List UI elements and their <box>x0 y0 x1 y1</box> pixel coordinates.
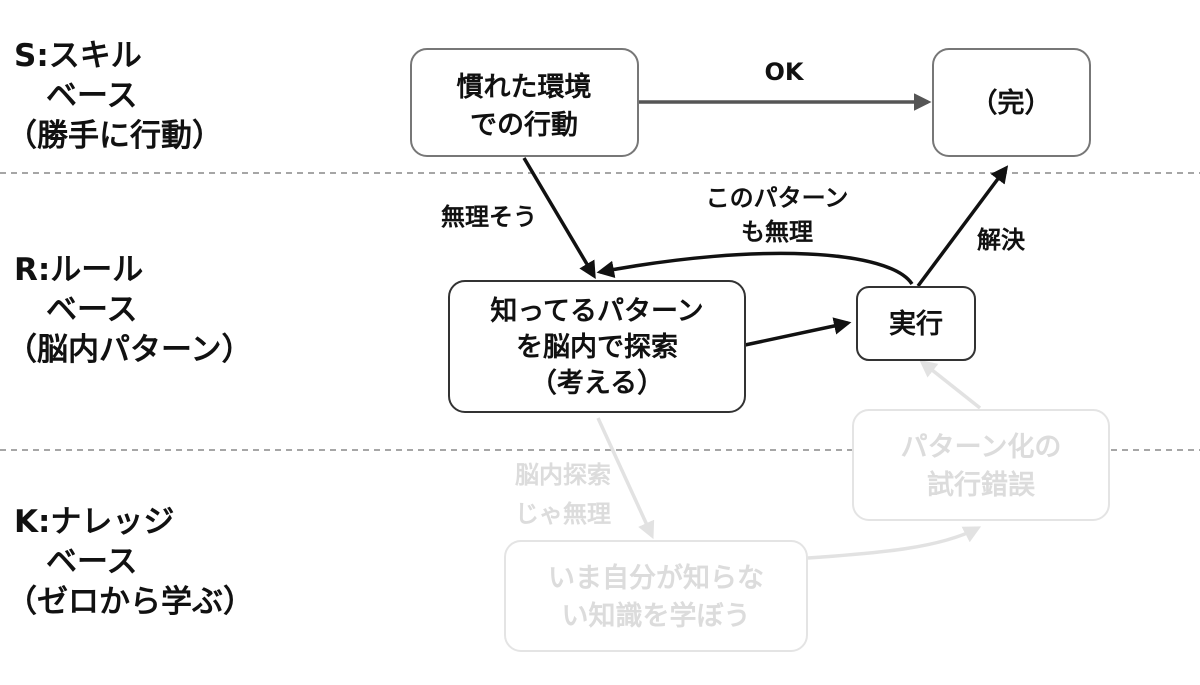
level-skill-line-2: ベース <box>46 78 137 114</box>
node-done: （完） <box>932 48 1091 157</box>
edge-label-seems-impossible: 無理そう <box>441 203 537 231</box>
level-knowledge-line-2: ベース <box>46 544 137 580</box>
edge-solved <box>916 165 1009 288</box>
edge-search-to-execute <box>744 317 852 347</box>
edge-seems-impossible <box>522 157 596 280</box>
level-skill-line-1: S:スキル <box>14 38 142 74</box>
node-done-label: （完） <box>971 87 1052 119</box>
edge-label-pattern-impossible-line-1: このパターン <box>706 184 849 212</box>
node-pattern-trial-line-1: パターン化の <box>901 432 1062 463</box>
node-pattern-trial-line-2: 試行錯誤 <box>927 469 1035 501</box>
edge-label-ok: OK <box>765 58 805 86</box>
edge-label-search-impossible-line-2: じゃ無理 <box>515 500 611 528</box>
node-search-patterns-line-2: を脳内で探索 <box>516 332 678 363</box>
level-skill-line-3: （勝手に行動） <box>6 118 223 154</box>
node-familiar-action-line-2: での行動 <box>470 109 578 141</box>
edge-learn-to-trial <box>807 526 982 560</box>
node-search-patterns-line-3: （考える） <box>530 368 664 399</box>
level-rule-line-2: ベース <box>46 292 137 328</box>
node-familiar-action: 慣れた環境 での行動 <box>410 48 639 157</box>
level-rule-line-1: R:ルール <box>14 252 143 288</box>
edge-label-search-impossible-line-1: 脳内探索 <box>515 461 611 489</box>
edge-pattern-impossible <box>596 251 914 286</box>
node-learn-new-line-1: いま自分が知らな <box>548 562 764 594</box>
edge-label-solved: 解決 <box>977 226 1026 254</box>
level-knowledge-line-3: （ゼロから学ぶ） <box>6 584 254 620</box>
node-learn-new: いま自分が知らな い知識を学ぼう <box>504 540 808 652</box>
node-search-patterns-line-1: 知ってるパターン <box>490 296 703 327</box>
node-execute-label: 実行 <box>889 308 943 340</box>
node-learn-new-line-2: い知識を学ぼう <box>562 600 751 632</box>
node-pattern-trial: パターン化の 試行錯誤 <box>852 409 1110 521</box>
node-execute: 実行 <box>856 286 976 361</box>
edge-trial-to-execute <box>919 359 982 410</box>
edge-search-impossible <box>596 417 655 540</box>
level-rule-line-3: （脳内パターン） <box>6 332 252 368</box>
node-familiar-action-line-1: 慣れた環境 <box>457 72 592 103</box>
level-knowledge-line-1: K:ナレッジ <box>14 504 174 540</box>
edge-label-pattern-impossible-line-2: も無理 <box>741 218 813 246</box>
node-search-patterns: 知ってるパターン を脳内で探索 （考える） <box>448 280 746 413</box>
